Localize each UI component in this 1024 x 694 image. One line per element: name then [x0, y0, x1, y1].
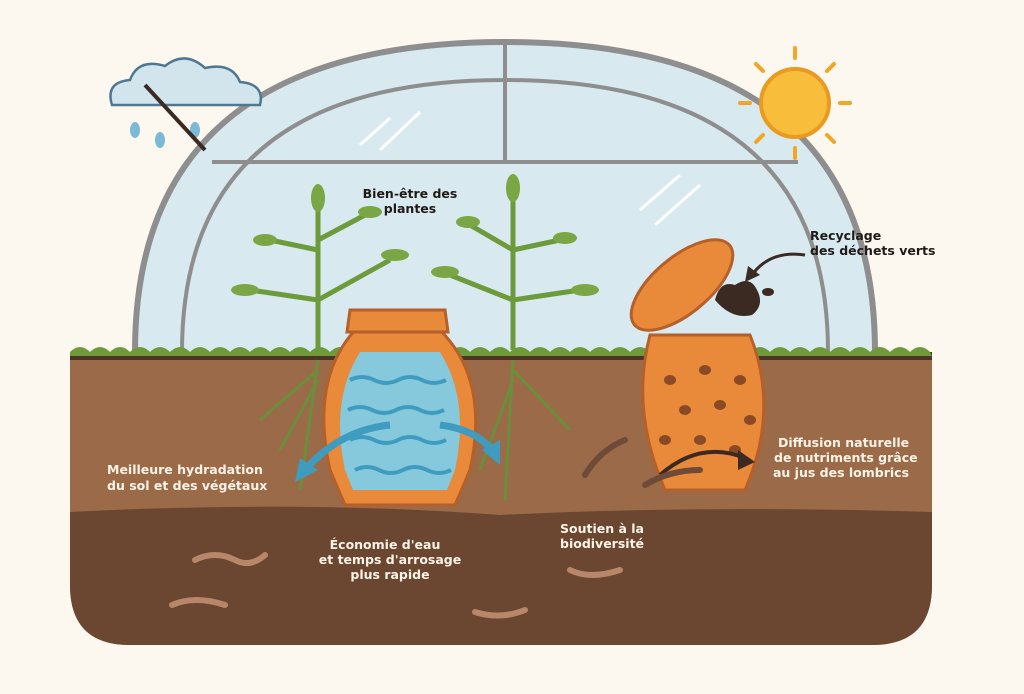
plant-left — [231, 184, 409, 491]
compost-pot — [629, 238, 806, 492]
sun-icon — [738, 46, 852, 160]
plant-right — [431, 174, 599, 501]
olla-water-pot — [322, 308, 478, 507]
rain-cloud-icon — [109, 57, 263, 152]
earthworms — [169, 437, 703, 619]
water-diffusion-arrows — [295, 421, 500, 482]
